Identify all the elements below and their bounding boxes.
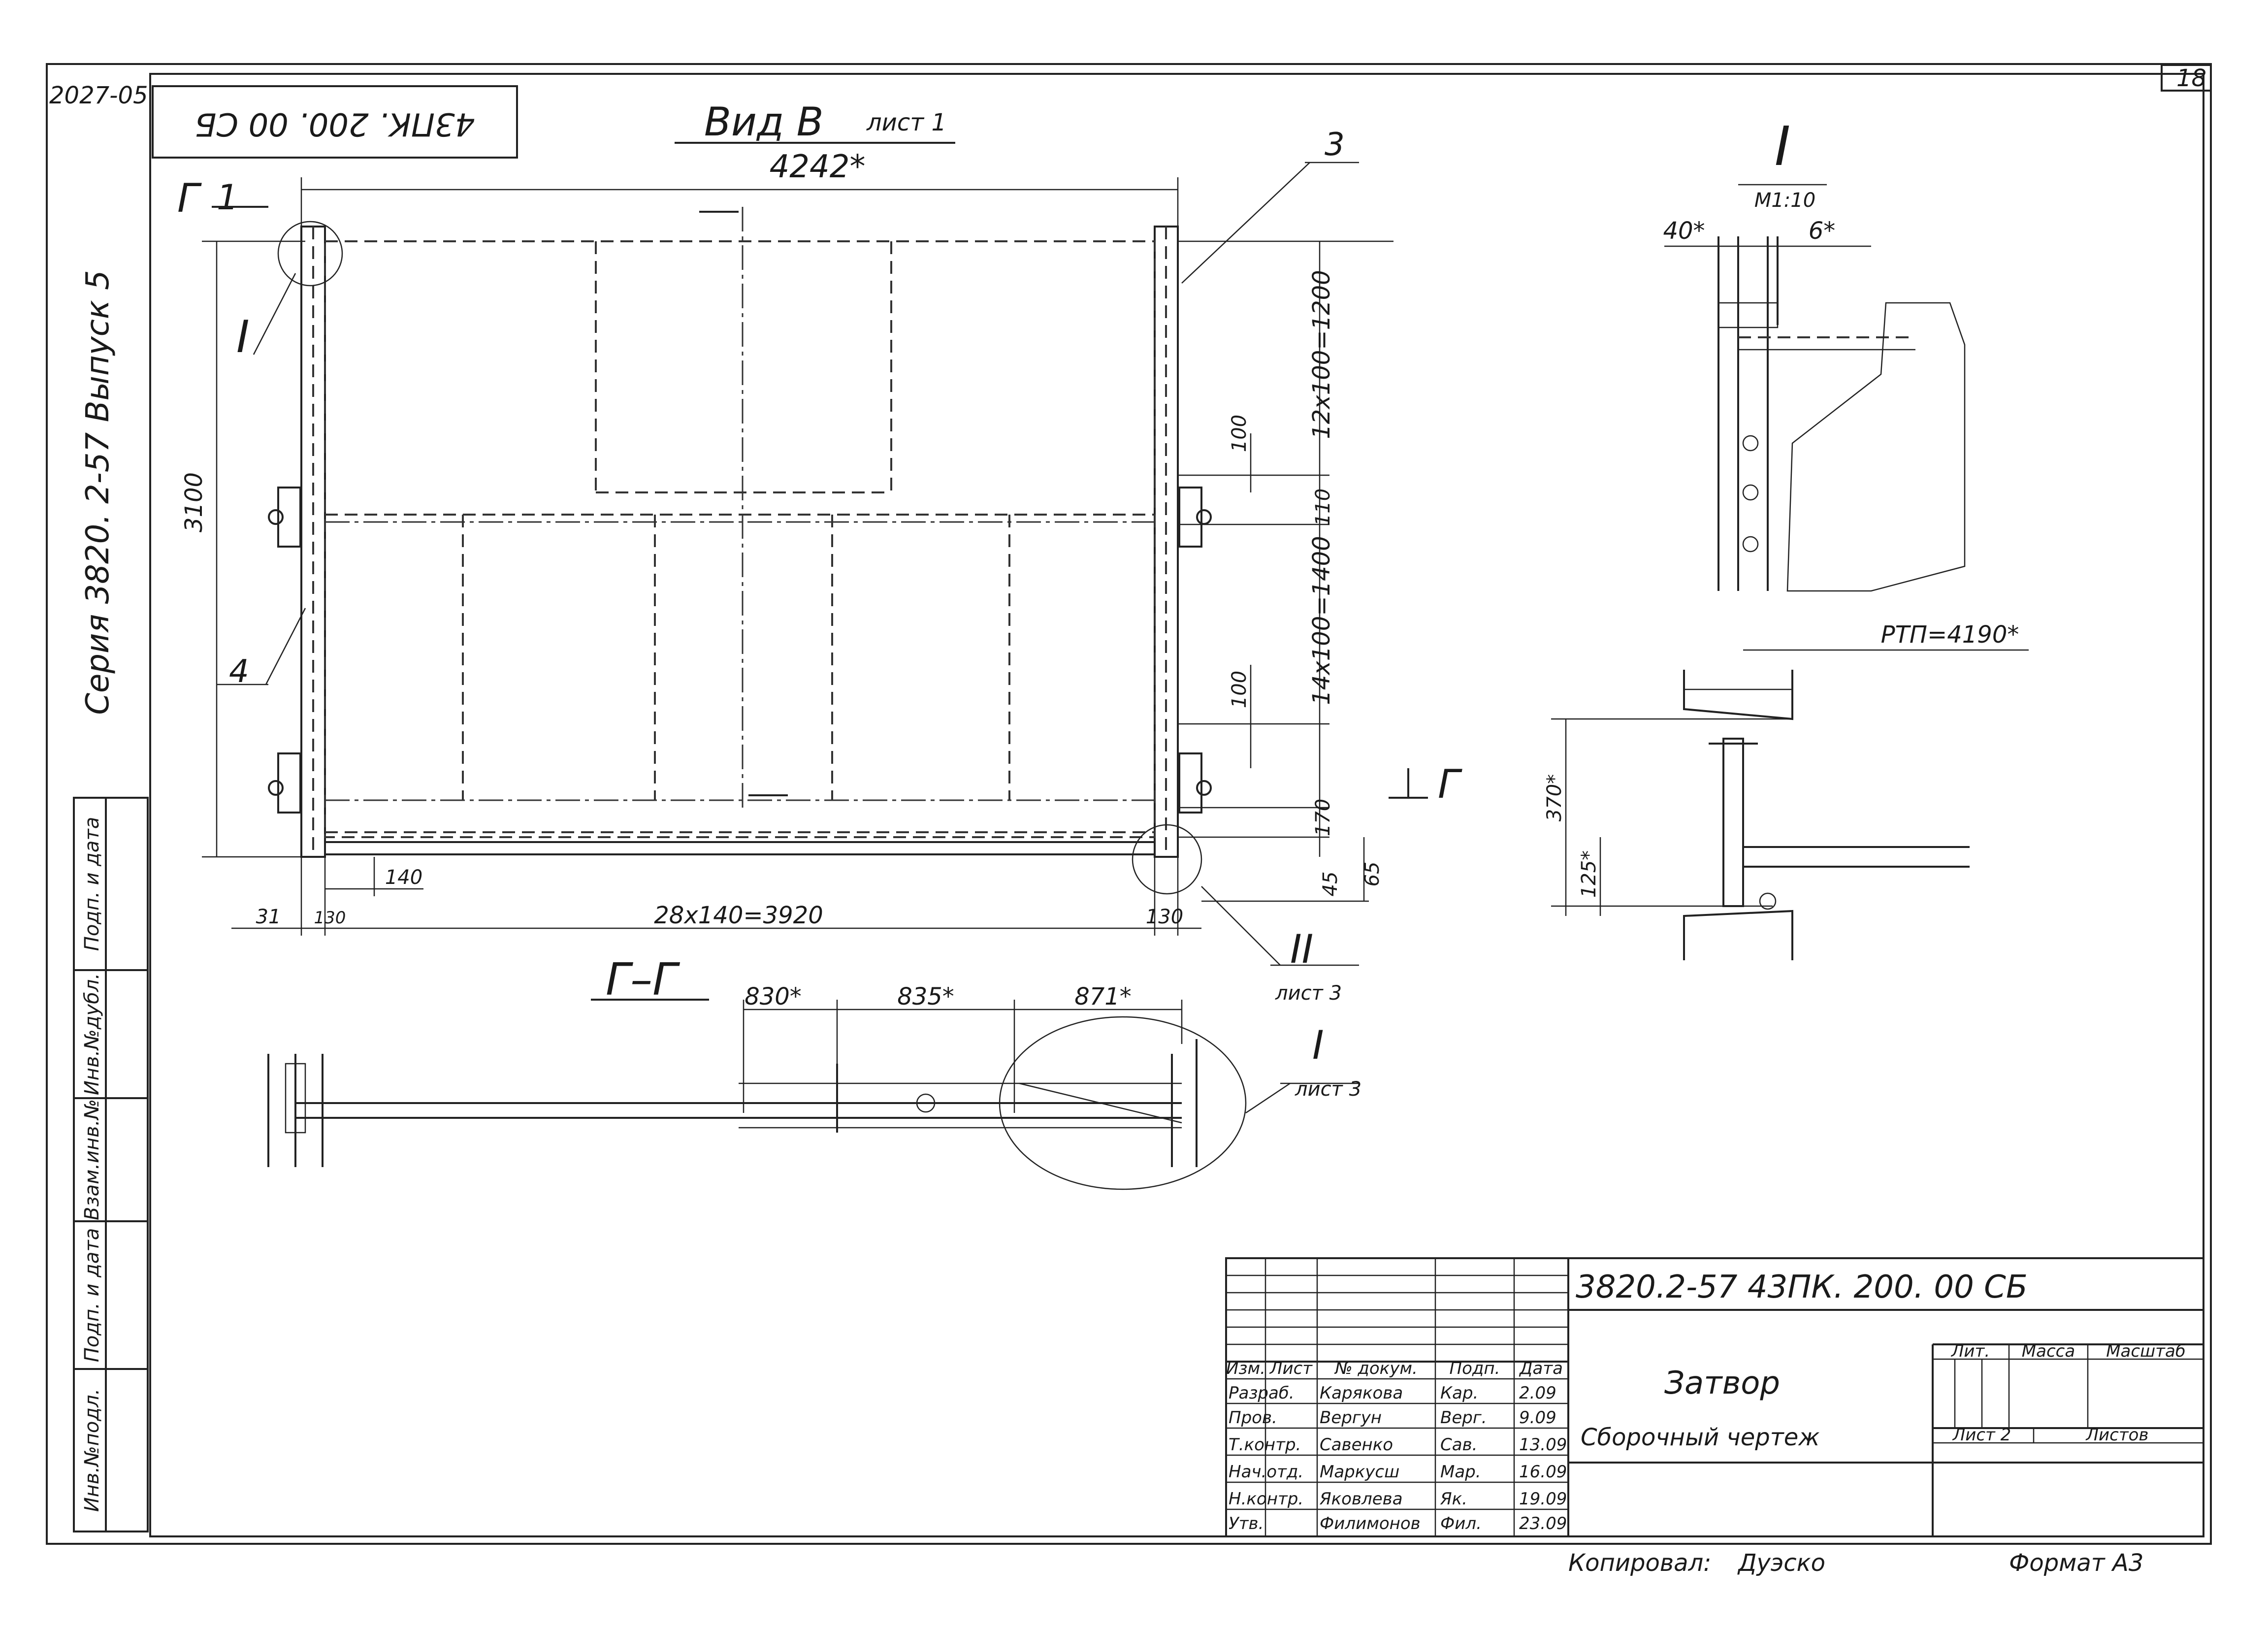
row-5-sign: Як. <box>1440 1489 1467 1509</box>
sheet-number: 18 <box>2176 65 2206 92</box>
title-block <box>1225 1257 2204 1537</box>
section-gg-dim-871: 871* <box>1074 983 1132 1010</box>
section-gg-dim-830: 830* <box>745 983 802 1010</box>
view-b-callouts <box>217 162 1359 966</box>
title-block-name-2: Сборочный чертеж <box>1581 1424 1820 1451</box>
row-1-sign: Кар. <box>1440 1383 1478 1403</box>
title-col-izm: Изм. <box>1226 1359 1265 1378</box>
detail-I-dim-40: 40* <box>1663 217 1705 245</box>
callout-3: 3 <box>1325 127 1345 163</box>
section-gg <box>267 999 1359 1190</box>
section-mark-right: Г <box>1438 761 1462 807</box>
callout-detail-II-sub: лист 3 <box>1275 982 1342 1005</box>
section-gg-title: Г–Г <box>606 954 680 1006</box>
detail-rail-dim-125: 125* <box>1578 850 1600 898</box>
left-strip-cell-5: Инв.№подл. <box>81 1389 103 1512</box>
title-sheet-label: Лист 2 <box>1952 1425 2011 1445</box>
sheet-frame <box>46 63 2212 1545</box>
view-b-title-sub: лист 1 <box>866 109 946 136</box>
format-label: Формат А3 <box>2009 1549 2143 1577</box>
view-b-upper-spacing: 12x100=1200 <box>1308 270 1335 439</box>
code-box: 43ПК. 200. 00 СБ <box>152 85 518 159</box>
row-2-sign: Верг. <box>1440 1408 1487 1428</box>
row-1-name: Карякова <box>1320 1383 1403 1403</box>
row-5-date: 19.09 <box>1519 1489 1567 1509</box>
title-block-name-1: Затвор <box>1664 1365 1780 1401</box>
archive-number: 2027-05 <box>49 82 148 109</box>
section-gg-callout-I-sub: лист 3 <box>1295 1078 1361 1101</box>
copied-by-name: Дуэско <box>1737 1549 1825 1577</box>
row-4-name: Маркусш <box>1320 1462 1399 1482</box>
row-3-date: 13.09 <box>1519 1435 1567 1455</box>
row-2-role: Пров. <box>1229 1408 1277 1428</box>
section-mark-top-num: 1 <box>217 177 239 218</box>
copied-by-label: Копировал: <box>1568 1549 1711 1577</box>
callout-detail-I: I <box>236 311 250 363</box>
row-1-date: 2.09 <box>1519 1383 1556 1403</box>
view-b-width-dim: 4242* <box>770 149 866 185</box>
title-col-doc: № докум. <box>1334 1359 1418 1378</box>
row-3-role: Т.контр. <box>1229 1435 1301 1455</box>
title-sheets-label: Листов <box>2085 1425 2148 1445</box>
detail-I <box>1664 184 1966 592</box>
view-b-dim-140: 140 <box>385 866 422 889</box>
row-4-sign: Мар. <box>1440 1462 1481 1482</box>
row-1-role: Разраб. <box>1229 1383 1295 1403</box>
detail-I-scale: М1:10 <box>1754 189 1815 212</box>
row-3-sign: Сав. <box>1440 1435 1477 1455</box>
row-5-name: Яковлева <box>1319 1489 1403 1509</box>
view-b-dim-130-right: 130 <box>1146 906 1183 928</box>
code-box-text: 43ПК. 200. 00 СБ <box>195 105 475 142</box>
title-col-sign: Подп. <box>1450 1359 1500 1378</box>
detail-I-title: I <box>1775 115 1790 178</box>
view-b-height-dim: 3100 <box>180 472 208 532</box>
view-b-dim-130-left: 130 <box>314 908 346 928</box>
callout-detail-II: II <box>1290 926 1313 972</box>
row-6-name: Филимонов <box>1320 1514 1421 1533</box>
title-mass-label: Масса <box>2022 1341 2075 1361</box>
detail-rail-rtp: РТП=4190* <box>1881 621 2019 649</box>
section-gg-callout-I: I <box>1312 1022 1324 1068</box>
title-rows: Разраб. Карякова Кар. 2.09 Пров. Вергун … <box>1229 1383 1567 1533</box>
title-lit-label: Лит. <box>1950 1341 1990 1361</box>
row-2-date: 9.09 <box>1519 1408 1556 1428</box>
section-mark-top: Г <box>177 175 202 221</box>
view-b-bottom-dims <box>231 857 1201 936</box>
row-4-role: Нач.отд. <box>1229 1462 1303 1482</box>
title-block-designation: 3820.2-57 43ПК. 200. 00 СБ <box>1576 1269 2028 1305</box>
view-b-bottom-spacing: 28x140=3920 <box>654 902 823 929</box>
row-6-role: Утв. <box>1229 1514 1264 1533</box>
left-strip-cell-1: Подп. и дата <box>81 817 103 951</box>
row-6-sign: Фил. <box>1440 1514 1482 1533</box>
callout-4: 4 <box>229 653 249 690</box>
left-strip-cell-3: Взам.инв.№ <box>81 1099 103 1220</box>
row-4-date: 16.09 <box>1519 1462 1567 1482</box>
detail-rail <box>1551 649 2029 960</box>
detail-I-dim-6: 6* <box>1809 217 1836 245</box>
detail-rail-dim-370: 370* <box>1543 774 1566 821</box>
row-2-name: Вергун <box>1320 1408 1382 1428</box>
view-b-step-170: 170 <box>1312 799 1334 836</box>
left-strip-table <box>73 797 149 1532</box>
left-strip-cell-2: Инв.№дубл. <box>81 973 103 1095</box>
row-5-role: Н.контр. <box>1229 1489 1303 1509</box>
view-b-lower-spacing: 14x100=1400 <box>1308 536 1335 705</box>
view-b-dim-45: 45 <box>1319 872 1342 897</box>
view-b-step-100-top: 100 <box>1228 415 1251 452</box>
view-b-dim-65: 65 <box>1361 862 1384 887</box>
title-col-date: Дата <box>1519 1359 1563 1378</box>
view-b-step-100-bottom: 100 <box>1228 671 1251 708</box>
view-b-step-110: 110 <box>1312 489 1334 526</box>
view-b-title: Вид В <box>704 99 824 145</box>
view-b-dim-31: 31 <box>256 906 281 928</box>
section-gg-dim-835: 835* <box>897 983 954 1010</box>
title-col-list: Лист <box>1269 1359 1313 1378</box>
view-b: Вид В лист 1 4242* 3100 Г 1 <box>177 99 1393 902</box>
title-scale-label: Масштаб <box>2106 1341 2186 1361</box>
left-strip-cell-4: Подп. и дата <box>81 1228 103 1362</box>
row-6-date: 23.09 <box>1519 1514 1567 1533</box>
row-3-name: Савенко <box>1320 1435 1393 1455</box>
series-label: Серия 3820. 2-57 Выпуск 5 <box>80 270 116 715</box>
